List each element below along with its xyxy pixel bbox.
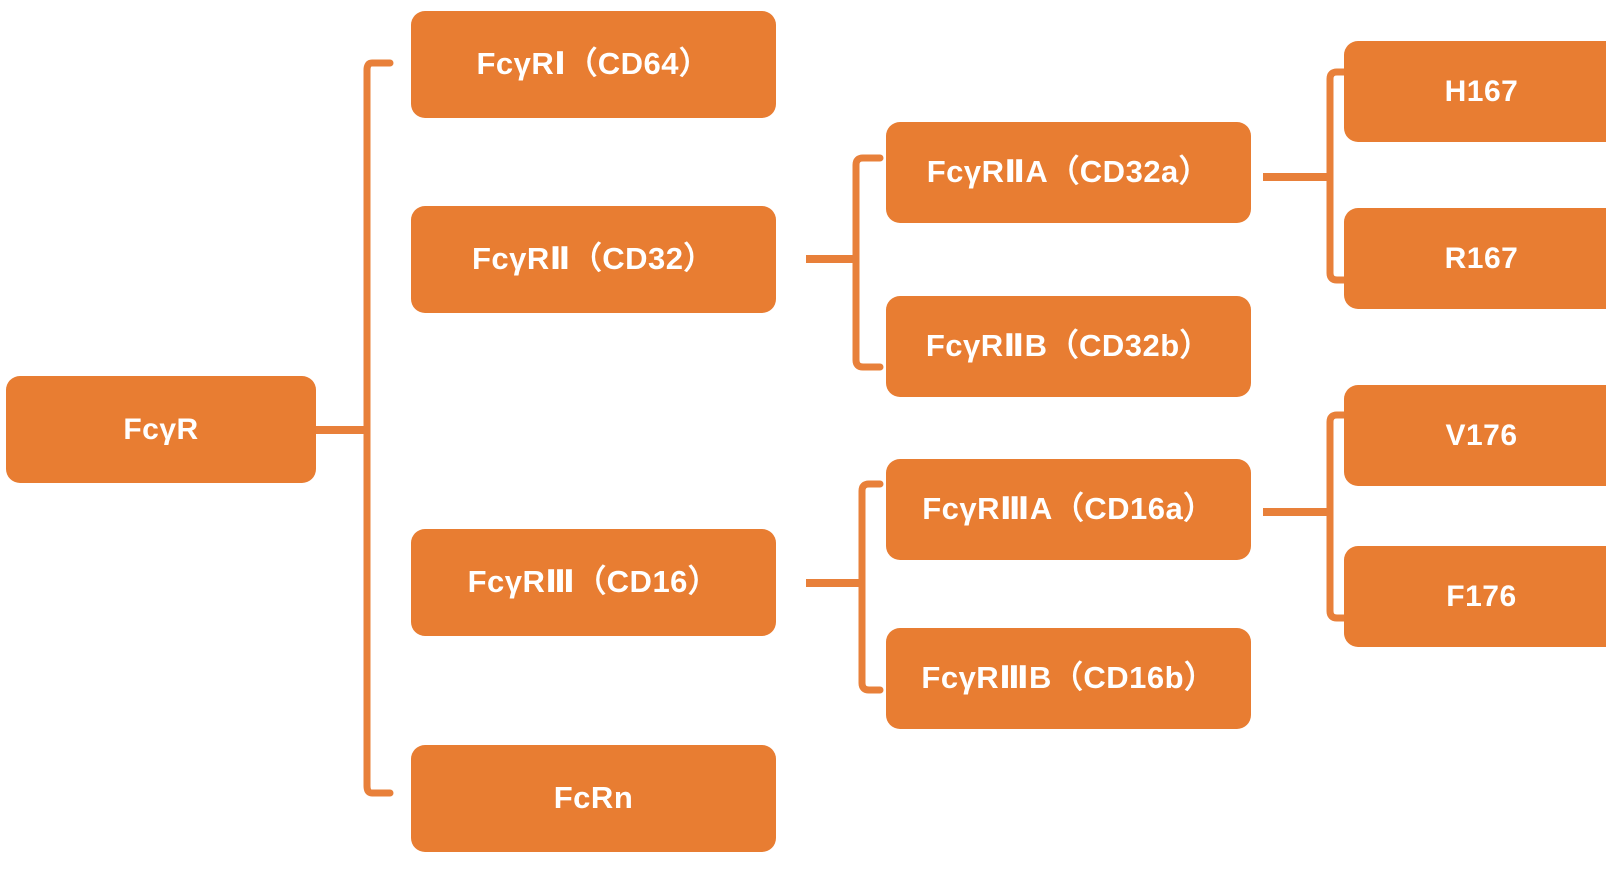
node-fcgr2b-cd32b[interactable]: FcγRⅡB（CD32b） <box>886 296 1251 397</box>
node-fcgr3-cd16[interactable]: FcγRⅢ（CD16） <box>411 529 776 636</box>
node-fcgr3a-cd16a[interactable]: FcγRⅢA（CD16a） <box>886 459 1251 560</box>
bracket-fcgr3 <box>858 480 884 694</box>
node-allotype-h167[interactable]: H167 <box>1344 41 1606 142</box>
bracket-fcgr2 <box>852 154 884 371</box>
node-fcgr3b-cd16b[interactable]: FcγRⅢB（CD16b） <box>886 628 1251 729</box>
node-fcrn[interactable]: FcRn <box>411 745 776 852</box>
node-fcgr2a-cd32a[interactable]: FcγRⅡA（CD32a） <box>886 122 1251 223</box>
node-allotype-f176[interactable]: F176 <box>1344 546 1606 647</box>
node-fcgr-root[interactable]: FcγR <box>6 376 316 483</box>
node-allotype-r167[interactable]: R167 <box>1344 208 1606 309</box>
node-fcgr2-cd32[interactable]: FcγRⅡ（CD32） <box>411 206 776 313</box>
node-fcgr1-cd64[interactable]: FcγRⅠ（CD64） <box>411 11 776 118</box>
bracket-level1 <box>363 59 394 797</box>
node-allotype-v176[interactable]: V176 <box>1344 385 1606 486</box>
